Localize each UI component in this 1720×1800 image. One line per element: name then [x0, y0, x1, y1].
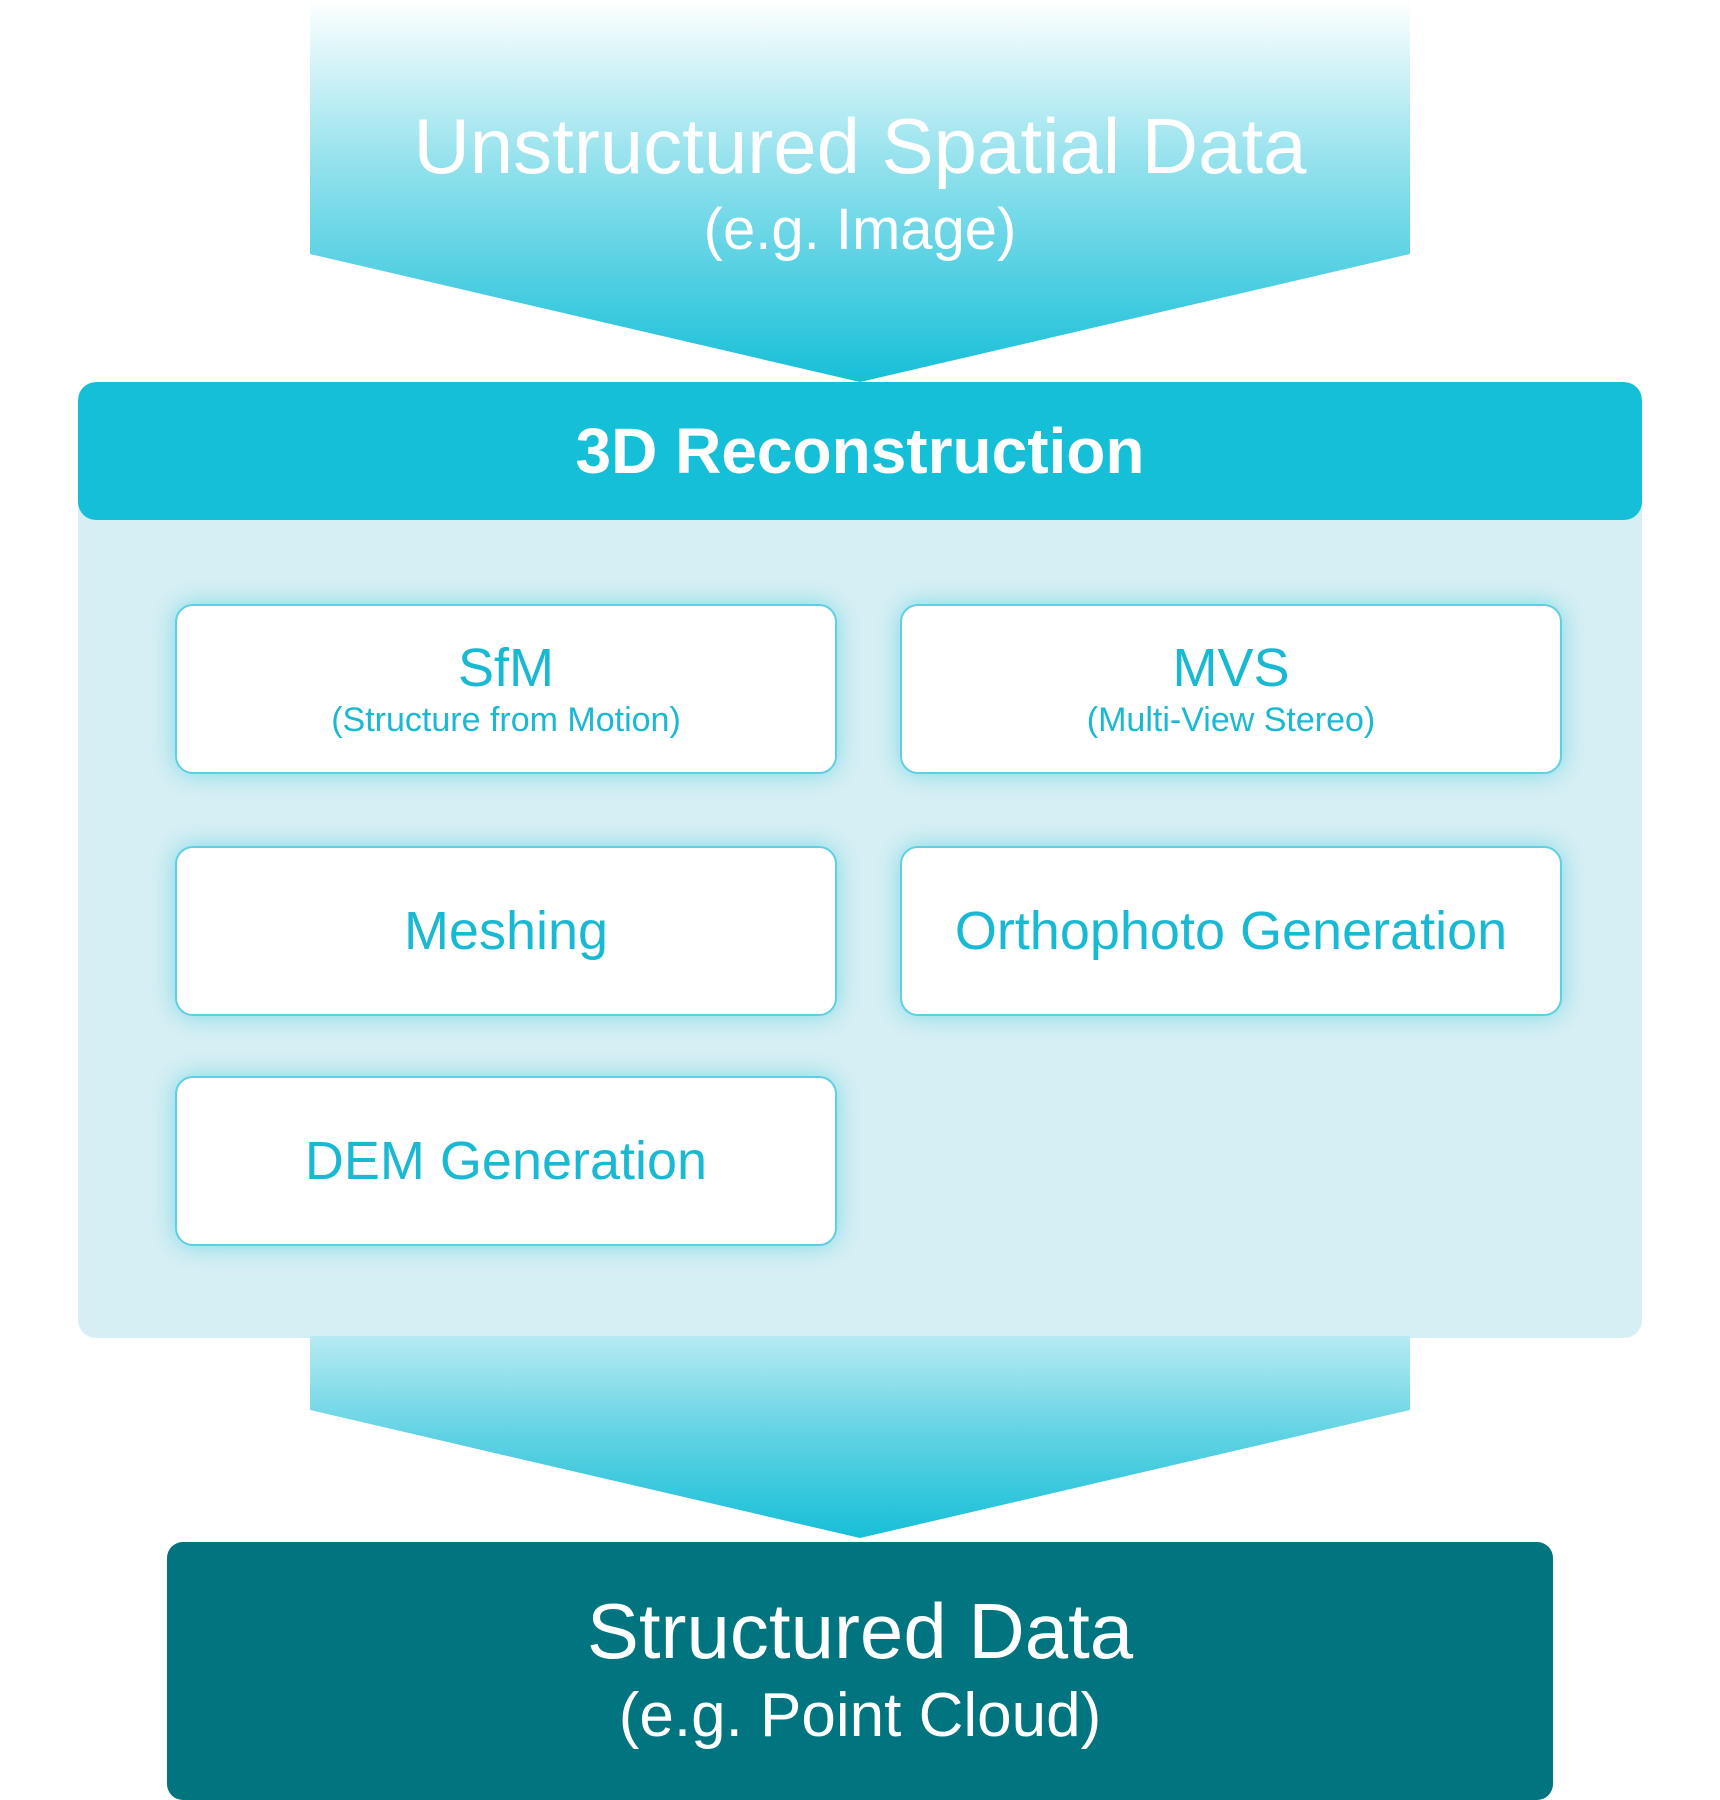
step-title: DEM Generation — [304, 1131, 708, 1191]
step-title: SfM — [457, 638, 554, 698]
step-title: MVS — [1172, 638, 1290, 698]
output-title: Structured Data — [586, 1587, 1134, 1675]
output-box: Structured Data (e.g. Point Cloud) — [167, 1542, 1553, 1800]
reconstruction-panel: 3D Reconstruction SfM (Structure from Mo… — [78, 382, 1642, 1338]
step-title: Orthophoto Generation — [954, 901, 1508, 961]
input-title: Unstructured Spatial Data — [413, 102, 1307, 190]
step-title: Meshing — [403, 901, 609, 961]
step-subtitle: (Structure from Motion) — [331, 701, 681, 739]
reconstruction-header: 3D Reconstruction — [78, 382, 1642, 520]
input-arrow — [310, 0, 1410, 382]
input-subtitle: (e.g. Image) — [703, 197, 1017, 262]
output-subtitle: (e.g. Point Cloud) — [618, 1681, 1102, 1750]
step-card-dem: DEM Generation — [175, 1076, 837, 1246]
step-card-mvs: MVS (Multi-View Stereo) — [900, 604, 1562, 774]
step-card-sfm: SfM (Structure from Motion) — [175, 604, 837, 774]
output-arrow — [310, 1336, 1410, 1538]
step-card-orthophoto: Orthophoto Generation — [900, 846, 1562, 1016]
step-subtitle: (Multi-View Stereo) — [1086, 701, 1376, 739]
step-card-meshing: Meshing — [175, 846, 837, 1016]
